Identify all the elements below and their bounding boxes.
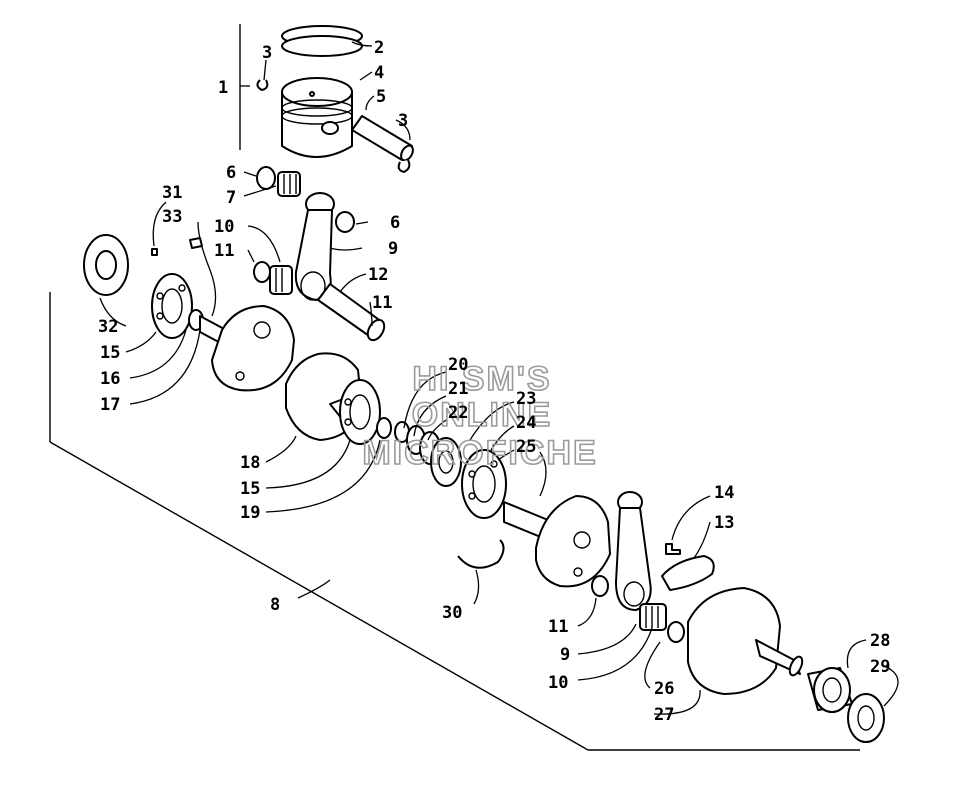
callout-9-upper: 9 (388, 239, 398, 259)
callout-14: 14 (714, 483, 734, 503)
callout-25: 25 (516, 437, 536, 457)
callout-30: 30 (442, 603, 462, 623)
callout-22: 22 (448, 403, 468, 423)
big-end-bearing-lower (639, 603, 667, 631)
callout-10-upper: 10 (214, 217, 234, 237)
callout-4: 4 (374, 63, 384, 83)
connecting-rod-lower (615, 491, 652, 611)
callout-29: 29 (870, 657, 890, 677)
callout-1: 1 (218, 78, 228, 98)
main-bearing-right-center (461, 449, 507, 519)
watermark-line-3: MICROFICHE (362, 434, 597, 472)
oil-seal-right (847, 693, 885, 743)
washer-26 (667, 621, 685, 643)
callout-19: 19 (240, 503, 260, 523)
callout-24: 24 (516, 413, 536, 433)
callout-17: 17 (100, 395, 120, 415)
screw (665, 543, 681, 555)
seal-stack (394, 421, 462, 487)
callout-3-left: 3 (262, 43, 272, 63)
thrust-washer-right (335, 211, 355, 233)
washer-11-upper (253, 261, 271, 283)
callout-6-right: 6 (390, 213, 400, 233)
callout-33: 33 (162, 207, 182, 227)
oil-seal-left (83, 234, 129, 296)
callout-15-center: 15 (240, 479, 260, 499)
callout-21: 21 (448, 379, 468, 399)
callout-20: 20 (448, 355, 468, 375)
callout-31: 31 (162, 183, 182, 203)
callout-16: 16 (100, 369, 120, 389)
callout-11-upper-left: 11 (214, 241, 234, 261)
crank-half-left (199, 305, 295, 392)
callout-numbers: 2 4 5 3 3 1 6 7 6 9 12 11 10 11 31 33 32… (98, 38, 890, 725)
assembly-bracket (49, 24, 860, 751)
callout-9-lower: 9 (560, 645, 570, 665)
watermark-line-1: HI SM'S (412, 360, 551, 398)
callout-27: 27 (654, 705, 674, 725)
callout-2: 2 (374, 38, 384, 58)
callout-26: 26 (654, 679, 674, 699)
piston-pin (351, 115, 414, 162)
callout-11-lower: 11 (548, 617, 568, 637)
callout-3-right: 3 (398, 111, 408, 131)
callout-28: 28 (870, 631, 890, 651)
watermark: HI SM'S ONLINE MICROFICHE (362, 359, 597, 473)
callout-8: 8 (270, 595, 280, 615)
callout-10-lower: 10 (548, 673, 568, 693)
callout-6-left: 6 (226, 163, 236, 183)
piston (281, 77, 353, 158)
callout-23: 23 (516, 389, 536, 409)
callout-13: 13 (714, 513, 734, 533)
circlip-right (397, 159, 411, 173)
woodruff-key (151, 248, 158, 256)
big-end-bearing-upper (269, 265, 293, 295)
callout-11-upper-right: 11 (372, 293, 392, 313)
roller-bearing-right (807, 667, 853, 713)
callout-15-left: 15 (100, 343, 120, 363)
callout-32: 32 (98, 317, 118, 337)
piston-rings (281, 25, 363, 57)
main-bearing-center (339, 379, 381, 445)
leader-lines (99, 41, 899, 715)
circlip-left (256, 79, 269, 91)
crankshaft-right-section (503, 495, 611, 588)
callout-12: 12 (368, 265, 388, 285)
snap-ring (457, 539, 505, 569)
callout-7: 7 (226, 188, 236, 208)
callout-18: 18 (240, 453, 260, 473)
counterweight (661, 555, 715, 591)
main-bearing-left (151, 273, 193, 339)
watermark-line-2: ONLINE (412, 396, 552, 434)
washer-11-lower (591, 575, 609, 597)
needle-bearing-small-end (277, 171, 301, 197)
connecting-rod-upper (294, 192, 335, 301)
thrust-washer-top (256, 166, 276, 190)
o-ring-center (376, 417, 392, 439)
crank-end-right (687, 587, 804, 695)
callout-5: 5 (376, 87, 386, 107)
